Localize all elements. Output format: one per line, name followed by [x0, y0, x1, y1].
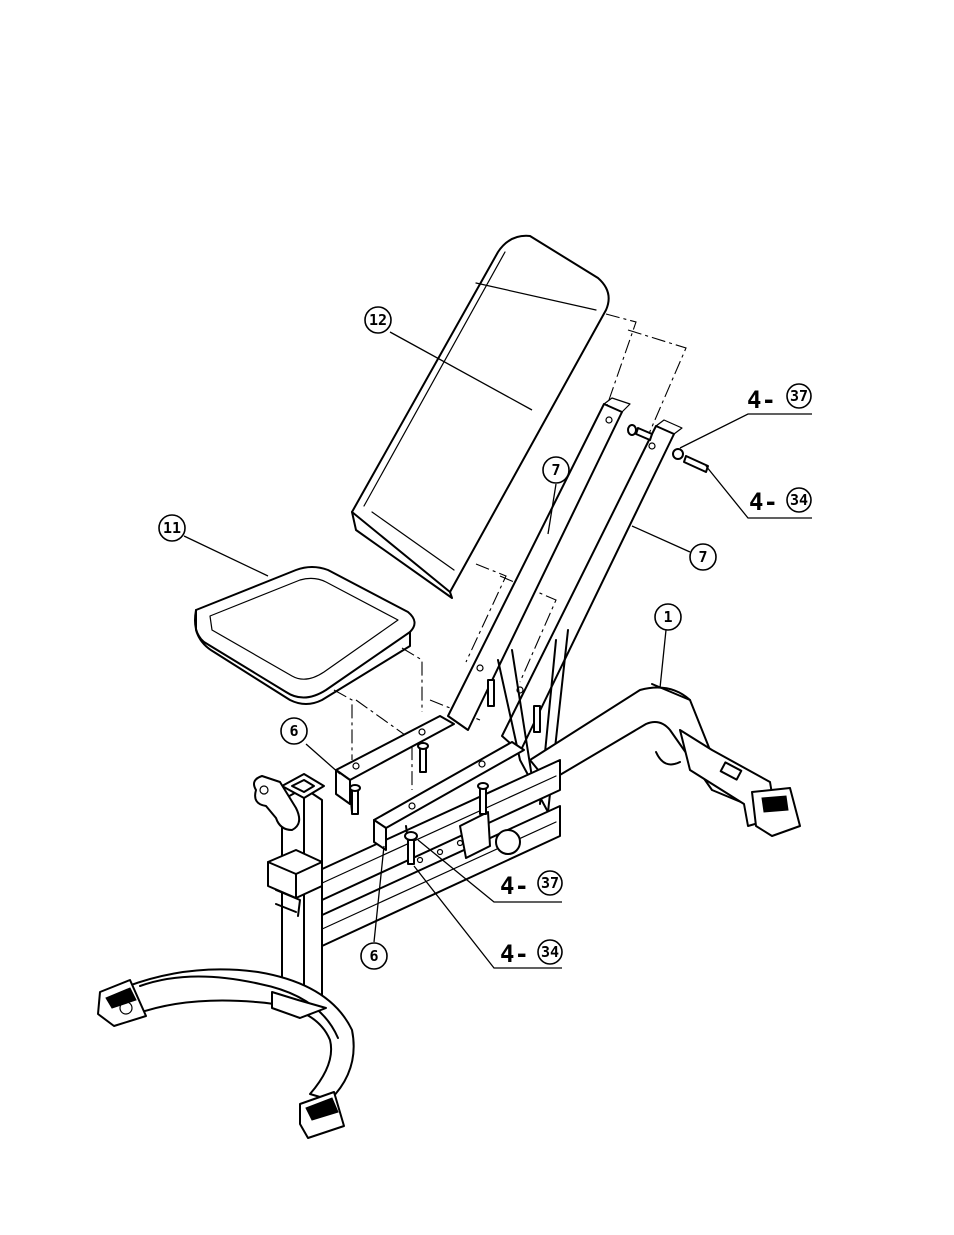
main-frame-rear — [530, 684, 800, 836]
qty-upper-washer: 4- — [747, 386, 776, 414]
part-lower-washer: 37 — [541, 874, 559, 892]
callout-seat-bracket-bottom: 6 — [361, 943, 387, 969]
callout-label-main-frame: 1 — [663, 608, 672, 626]
hardware-label-lower-washer: 4- 37 — [500, 871, 562, 900]
hardware-label-lower-bolt: 4- 34 — [500, 940, 562, 968]
qty-lower-washer: 4- — [500, 872, 529, 900]
callout-label-seat: 11 — [163, 519, 181, 537]
callout-label-seat-bracket-bottom: 6 — [369, 947, 378, 965]
callout-label-back-frame-right: 7 — [698, 548, 707, 566]
front-stabilizer — [98, 969, 354, 1138]
backrest-pad — [352, 236, 609, 598]
callout-back-frame-left: 7 — [543, 457, 569, 483]
hardware-label-upper-bolt: 4- 34 — [749, 488, 811, 516]
part-upper-washer: 37 — [790, 387, 808, 405]
callout-back-frame-right: 7 — [690, 544, 716, 570]
part-lower-bolt: 34 — [541, 943, 559, 961]
callout-label-back-frame-left: 7 — [551, 461, 560, 479]
part-upper-bolt: 34 — [790, 491, 808, 509]
callout-seat: 11 — [159, 515, 185, 541]
qty-lower-bolt: 4- — [500, 940, 529, 968]
hardware-label-upper-washer: 4- 37 — [747, 384, 811, 414]
callout-seat-bracket-top: 6 — [281, 718, 307, 744]
qty-upper-bolt: 4- — [749, 488, 778, 516]
callout-label-seat-bracket-top: 6 — [289, 722, 298, 740]
callout-label-backrest: 12 — [369, 311, 387, 329]
callout-main-frame: 1 — [655, 604, 681, 630]
callout-backrest: 12 — [365, 307, 391, 333]
seat-pad — [195, 567, 415, 704]
